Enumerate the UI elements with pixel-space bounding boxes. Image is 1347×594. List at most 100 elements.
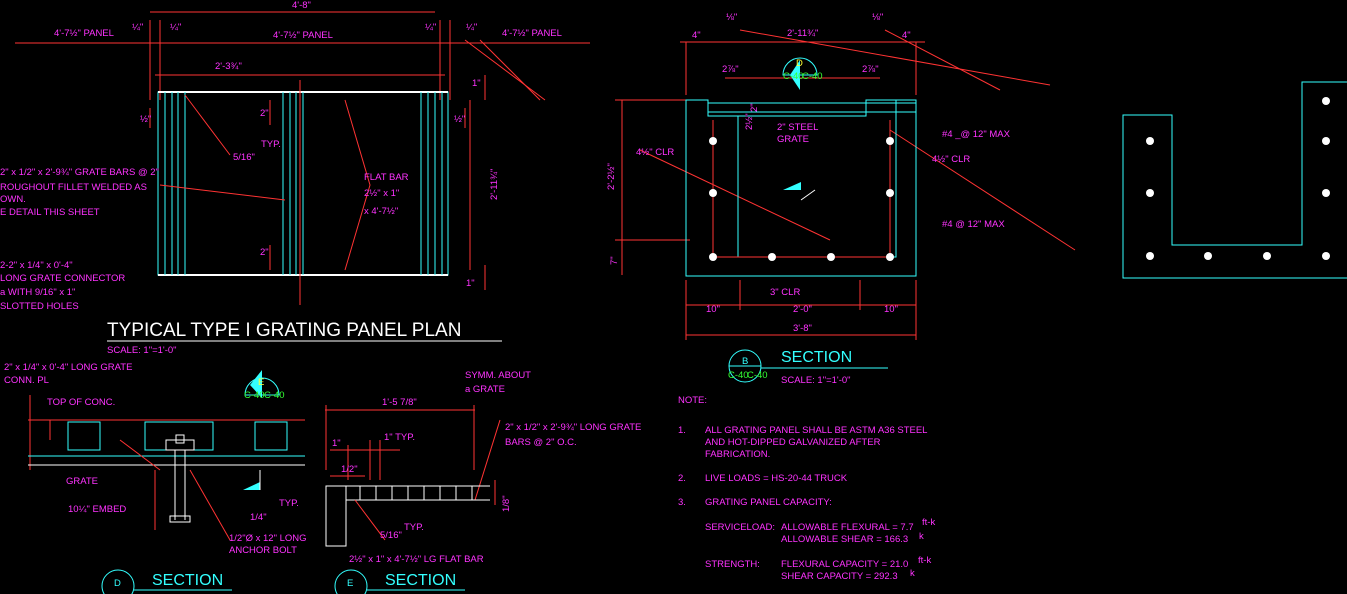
service-shear: ALLOWABLE SHEAR = 166.3 [781,534,908,545]
panel-label-mid: 4'-7½" PANEL [273,30,333,41]
clear-left: 4½" CLR [636,147,674,158]
anchor-bolt-2: ANCHOR BOLT [229,545,297,556]
flat-bar-label: 2½" x 1" x 4'-7½" LG FLAT BAR [349,554,484,565]
strength-unit-k: k [910,568,915,579]
note-2-number: 2. [678,473,686,484]
note-1-line-2: AND HOT-DIPPED GALVANIZED AFTER [705,437,881,448]
quarter-dim-2: ¼" [170,22,181,33]
section-b-bubble-ref-l: C-40 [728,370,749,381]
note-2: LIVE LOADS = HS-20-44 TRUCK [705,473,848,484]
section-e-half: 1/2" [341,464,358,475]
symm-about-2: a GRATE [465,384,505,395]
top-of-concrete: TOP OF CONC. [47,397,115,408]
flat-bar-line-3: x 4'-7½" [364,206,398,217]
flat-bar-line-1: FLAT BAR [364,172,409,183]
service-unit-ftk: ft-k [922,517,935,528]
service-load-label: SERVICELOAD: [705,522,775,533]
plan-scale: SCALE: 1"=1'-0" [107,345,177,356]
section-d-marker-ref-l: C-40 [244,390,265,401]
section-e-top-dim: 1'-5 7/8" [382,397,417,408]
typ-label: TYP. [261,139,281,150]
quarter-dim-3: ¼" [425,22,436,33]
one-inch-dim-bottom: 1" [466,278,475,289]
flat-bar-line-2: 2½" x 1" [364,188,399,199]
steel-grate-1: 2" STEEL [777,122,818,133]
service-unit-k: k [919,531,924,542]
section-e-one-typ: 1" TYP. [384,432,415,443]
dim-2-3-3-4: 2'-3¾" [215,61,242,72]
section-d-marker-letter: E [258,377,264,388]
quarter-dim-1: ¼" [132,22,143,33]
right-height-dim: 2'-11¾" [489,169,500,200]
section-b-scale: SCALE: 1"=1'-0" [781,375,851,386]
eighth-dim-right: ⅛" [872,12,883,23]
four-inch-left: 4" [692,30,701,41]
two-inch-dim: 2" [260,108,269,119]
conn-note-2: LONG GRATE CONNECTOR [0,273,125,284]
service-flexural: ALLOWABLE FLEXURAL = 7.7 [781,522,914,533]
section-e-bubble-letter: E [347,578,353,589]
section-e-height: 1/8" [501,495,512,512]
grate-note-1: 2" x 1/2" x 2'-9¾" GRATE BARS @ 2" [0,167,159,178]
section-e: SYMM. ABOUT a GRATE 1'-5 7/8" 1" 1" TYP.… [325,370,641,594]
top-dimension: 4'-8" [292,0,311,11]
section-e-one-inch: 1" [332,438,341,449]
half-dim-right: ½" [454,114,465,125]
grate-bars-2: BARS @ 2" O.C. [505,437,577,448]
section-d-note-2: CONN. PL [4,375,49,386]
clear-3-inch: 3" CLR [770,287,800,298]
panel-label-left: 4'-7½" PANEL [54,28,114,39]
two-inch-dim-bottom: 2" [260,247,269,258]
section-b-marker-letter: D [796,58,803,69]
rebar-note-2: #4 @ 12" MAX [942,219,1005,230]
one-inch-dim-top: 1" [472,78,481,89]
strength-label: STRENGTH: [705,559,760,570]
steel-grate-2: GRATE [777,134,809,145]
conn-note-4: SLOTTED HOLES [0,301,79,312]
rebar-note-1: #4 _@ 12" MAX [942,129,1011,140]
section-d-typ: TYP. [279,498,299,509]
section-b-bubble-letter: B [742,356,748,367]
dim-2-half: 2½" [744,113,755,130]
eighth-dim-left: ⅛" [726,12,737,23]
conn-note-3: a WITH 9/16" x 1" [0,287,75,298]
dim-2-7-8-left: 2⅞" [722,64,739,75]
grate-note-3: OWN. [0,194,26,205]
note-3-number: 3. [678,497,686,508]
section-e-title: SECTION [385,572,456,589]
strength-unit-ftk: ft-k [918,555,931,566]
note-1-line-3: FABRICATION. [705,449,770,460]
strength-flexural: FLEXURAL CAPACITY = 21.0 [781,559,908,570]
note-3: GRATING PANEL CAPACITY: [705,497,832,508]
section-b-bubble-ref-r: C-40 [747,370,768,381]
section-d-note-1: 2" x 1/4" x 0'-4" LONG GRATE [4,362,132,373]
dim-3-8: 3'-8" [793,323,812,334]
grate-label: GRATE [66,476,98,487]
dim-10-right: 10" [884,304,898,315]
half-dim-left: ½" [140,114,151,125]
dim-10-left: 10" [706,304,720,315]
embed-label: 10¼" EMBED [68,504,126,515]
section-b-title: SECTION [781,349,852,366]
section-d-marker-ref-r: C-40 [264,390,285,401]
dim-2-0: 2'-0" [793,304,812,315]
anchor-bolt-1: 1/2"Ø x 12" LONG [229,533,307,544]
panel-label-right: 4'-7½" PANEL [502,28,562,39]
clear-right: 4½" CLR [932,154,970,165]
general-notes: NOTE: 1. ALL GRATING PANEL SHALL BE ASTM… [678,395,935,582]
weld-quarter: 1/4" [250,512,267,523]
notes-heading: NOTE: [678,395,707,406]
section-height-dim: 2'-2½" [606,163,617,190]
section-e-weld: 5/16" [380,530,402,541]
weld-size: 5/16" [233,152,255,163]
strength-shear: SHEAR CAPACITY = 292.3 [781,571,898,582]
grate-bars-1: 2" x 1/2" x 2'-9¾" LONG GRATE [505,422,641,433]
grate-note-4: E DETAIL THIS SHEET [0,207,100,218]
section-b-marker-ref-r: C-40 [802,71,823,82]
section-b-marker-ref-l: C-40 [783,71,804,82]
partial-wall-section [1122,81,1347,279]
note-1-number: 1. [678,425,686,436]
note-1-line-1: ALL GRATING PANEL SHALL BE ASTM A36 STEE… [705,425,927,436]
grate-note-2: ROUGHOUT FILLET WELDED AS [0,182,147,193]
